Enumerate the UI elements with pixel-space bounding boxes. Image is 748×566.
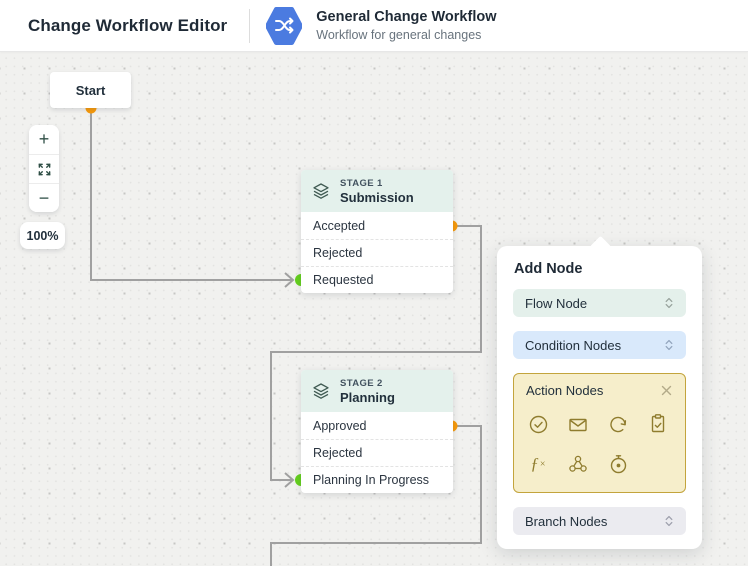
stage-name: Planning (340, 389, 395, 405)
stage-node-header[interactable]: STAGE 2 Planning (301, 370, 453, 412)
group-flow-node[interactable]: Flow Node (513, 289, 686, 317)
start-node-label: Start (75, 82, 106, 98)
update-refresh-icon[interactable] (606, 412, 630, 436)
zoom-in-button[interactable]: + (29, 125, 59, 154)
group-action-nodes: Action Nodes (513, 373, 686, 493)
arrowhead-icon (284, 272, 295, 288)
wire-start-to-submission (90, 108, 292, 281)
task-clipboard-icon[interactable] (646, 412, 670, 436)
zoom-level-value: 100% (26, 228, 59, 243)
chevron-expand-icon (665, 297, 673, 309)
workflow-name: General Change Workflow (316, 8, 497, 25)
workflow-hexagon-icon (266, 6, 303, 45)
group-label: Condition Nodes (525, 337, 622, 353)
plus-icon: + (38, 129, 50, 149)
add-node-panel: Add Node Flow Node Condition Nodes Actio… (497, 235, 702, 549)
minus-icon: − (38, 187, 50, 208)
workflow-canvas[interactable]: Start + − 100% (0, 52, 748, 566)
stage-option-accepted[interactable]: Accepted (313, 218, 366, 233)
action-icons-grid: ƒ× (526, 412, 673, 476)
stage-node-header[interactable]: STAGE 1 Submission (301, 170, 453, 212)
start-node[interactable]: Start (50, 72, 131, 108)
chevron-expand-icon (665, 339, 673, 351)
add-node-title: Add Node (514, 261, 583, 277)
custom-function-fx-icon[interactable]: ƒ× (530, 454, 546, 473)
fit-to-screen-button[interactable] (29, 154, 59, 183)
webhook-share-icon[interactable] (566, 452, 590, 476)
zoom-controls: + − (29, 125, 59, 212)
stage-name: Submission (340, 189, 414, 205)
timer-stopwatch-icon[interactable] (606, 452, 630, 476)
panel-pointer-notch (589, 235, 612, 258)
group-condition-nodes[interactable]: Condition Nodes (513, 331, 686, 359)
expand-arrows-icon (38, 163, 50, 175)
chevron-expand-icon (665, 515, 673, 527)
stage-node-submission[interactable]: STAGE 1 Submission Accepted Rejected Req… (301, 170, 453, 293)
stage-option-approved[interactable]: Approved (313, 418, 367, 433)
zoom-out-button[interactable]: − (29, 183, 59, 212)
stage-option-requested[interactable]: Requested (301, 266, 453, 293)
header-divider (249, 8, 251, 43)
close-icon[interactable] (660, 384, 673, 397)
group-label: Action Nodes (526, 383, 604, 398)
stage-label: STAGE 1 (340, 177, 383, 189)
mail-envelope-icon[interactable] (566, 412, 590, 436)
shuffle-icon (275, 17, 294, 33)
workflow-info: General Change Workflow Workflow for gen… (316, 8, 496, 43)
page-title: Change Workflow Editor (28, 15, 228, 35)
workflow-description: Workflow for general changes (316, 27, 482, 42)
group-branch-nodes[interactable]: Branch Nodes (513, 507, 686, 535)
group-label: Branch Nodes (525, 513, 608, 529)
stage-node-planning[interactable]: STAGE 2 Planning Approved Rejected Plann… (301, 370, 453, 493)
stage-option-rejected[interactable]: Rejected (301, 239, 453, 266)
group-label: Flow Node (525, 295, 588, 311)
layers-icon (313, 183, 329, 199)
stage-option-planning-in-progress[interactable]: Planning In Progress (301, 466, 453, 493)
stage-label: STAGE 2 (340, 377, 383, 389)
stage-option-rejected[interactable]: Rejected (301, 439, 453, 466)
arrowhead-icon (284, 472, 295, 488)
zoom-level-badge[interactable]: 100% (20, 222, 65, 249)
approval-circle-check-icon[interactable] (526, 412, 550, 436)
app-header: Change Workflow Editor General Change Wo… (0, 0, 748, 52)
layers-icon (313, 383, 329, 399)
